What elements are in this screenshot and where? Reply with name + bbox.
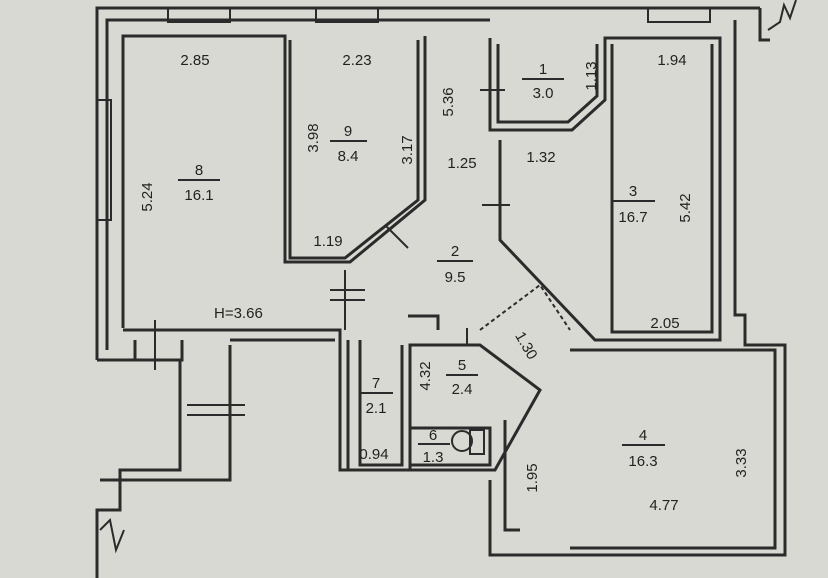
svg-text:4: 4 xyxy=(639,427,647,444)
svg-text:9.5: 9.5 xyxy=(445,269,466,286)
svg-text:1: 1 xyxy=(539,61,547,78)
svg-text:16.3: 16.3 xyxy=(628,453,657,470)
dim-1-13: 1.13 xyxy=(583,61,600,90)
dim-4-77: 4.77 xyxy=(649,497,678,514)
svg-text:2: 2 xyxy=(451,243,459,260)
room-6-label: 61.3 xyxy=(418,427,450,466)
dim-1-32: 1.32 xyxy=(526,149,555,166)
svg-text:8.4: 8.4 xyxy=(338,148,359,165)
svg-text:3.0: 3.0 xyxy=(533,85,554,102)
dim-2-23: 2.23 xyxy=(342,52,371,69)
dim-3-17: 3.17 xyxy=(399,135,416,164)
dim-2-05: 2.05 xyxy=(650,315,679,332)
dim-5-42: 5.42 xyxy=(677,193,694,222)
room-9-label: 98.4 xyxy=(330,123,367,165)
room-8-label: 816.1 xyxy=(178,162,220,204)
svg-text:8: 8 xyxy=(195,162,203,179)
svg-text:7: 7 xyxy=(372,375,380,392)
svg-text:3: 3 xyxy=(629,183,637,200)
room-3-label: 316.7 xyxy=(612,183,655,226)
dim-1-30: 1.30 xyxy=(511,329,540,363)
svg-text:5: 5 xyxy=(458,357,466,374)
dim-3-98: 3.98 xyxy=(305,123,322,152)
dim-0-94: 0.94 xyxy=(359,446,388,463)
svg-text:6: 6 xyxy=(429,427,437,444)
room-1-label: 13.0 xyxy=(522,61,564,102)
walls xyxy=(95,0,797,578)
dim-4-32: 4.32 xyxy=(417,361,434,390)
svg-text:1.3: 1.3 xyxy=(423,449,444,466)
dim-1-94: 1.94 xyxy=(657,52,686,69)
dim-1-95: 1.95 xyxy=(524,463,541,492)
svg-text:2.1: 2.1 xyxy=(366,400,387,417)
room-labels: 13.0 29.5 316.7 416.3 52.4 61.3 72.1 816… xyxy=(178,61,665,470)
dim-1-25: 1.25 xyxy=(447,155,476,172)
room-7-label: 72.1 xyxy=(360,375,393,417)
room-4-label: 416.3 xyxy=(622,427,665,470)
dim-1-19: 1.19 xyxy=(313,233,342,250)
dim-5-36: 5.36 xyxy=(440,87,457,116)
room-5-label: 52.4 xyxy=(446,357,478,398)
ceiling-height: H=3.66 xyxy=(214,305,263,322)
dim-3-33: 3.33 xyxy=(733,448,750,477)
svg-text:9: 9 xyxy=(344,123,352,140)
dim-5-24: 5.24 xyxy=(139,182,156,211)
room-2-label: 29.5 xyxy=(437,243,473,286)
svg-text:2.4: 2.4 xyxy=(452,381,473,398)
dim-2-85: 2.85 xyxy=(180,52,209,69)
svg-text:16.7: 16.7 xyxy=(618,209,647,226)
svg-text:16.1: 16.1 xyxy=(184,187,213,204)
